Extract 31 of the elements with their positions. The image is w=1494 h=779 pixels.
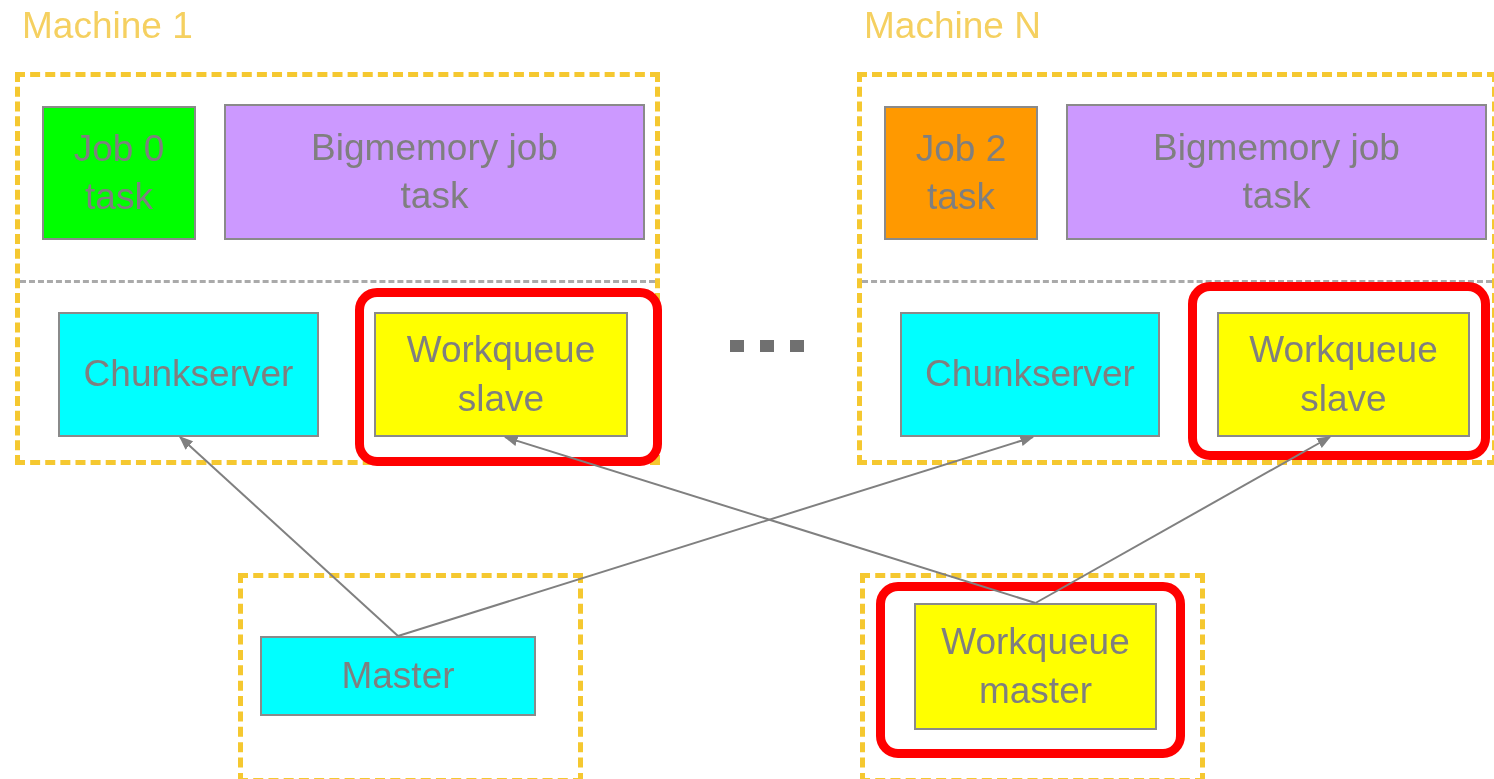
box-label: Bigmemory job task [1152,125,1401,218]
arrow [397,435,1035,637]
highlight-frame [1188,282,1490,460]
arrow [1034,436,1332,604]
process-box [900,312,1160,437]
arrow [503,435,1037,604]
box-label: Workqueue slave [405,328,597,421]
process-box [58,312,319,437]
box-label: Workqueue master [940,620,1131,713]
process-box [884,106,1038,240]
process-box [260,636,536,716]
process-box [914,603,1157,730]
box-label: Job 0 task [72,126,166,219]
box-label: Workqueue slave [1248,328,1439,421]
box-label: Chunkserver [83,352,294,397]
box-label: Job 2 task [914,126,1008,219]
machine-heading: Machine N [864,5,1041,47]
machine-group [238,573,583,779]
arrow [178,436,399,637]
box-label: Chunkserver [925,352,1135,397]
box-label: Master [341,653,455,698]
machine-group [860,573,1205,779]
process-box [224,104,645,240]
process-box [42,106,196,240]
highlight-frame [876,582,1185,758]
process-box [1066,104,1487,240]
machine-heading: Machine 1 [22,5,193,47]
highlight-frame [355,288,662,466]
box-label: Bigmemory job task [310,125,559,218]
process-box [1217,312,1470,437]
process-box [374,312,628,437]
